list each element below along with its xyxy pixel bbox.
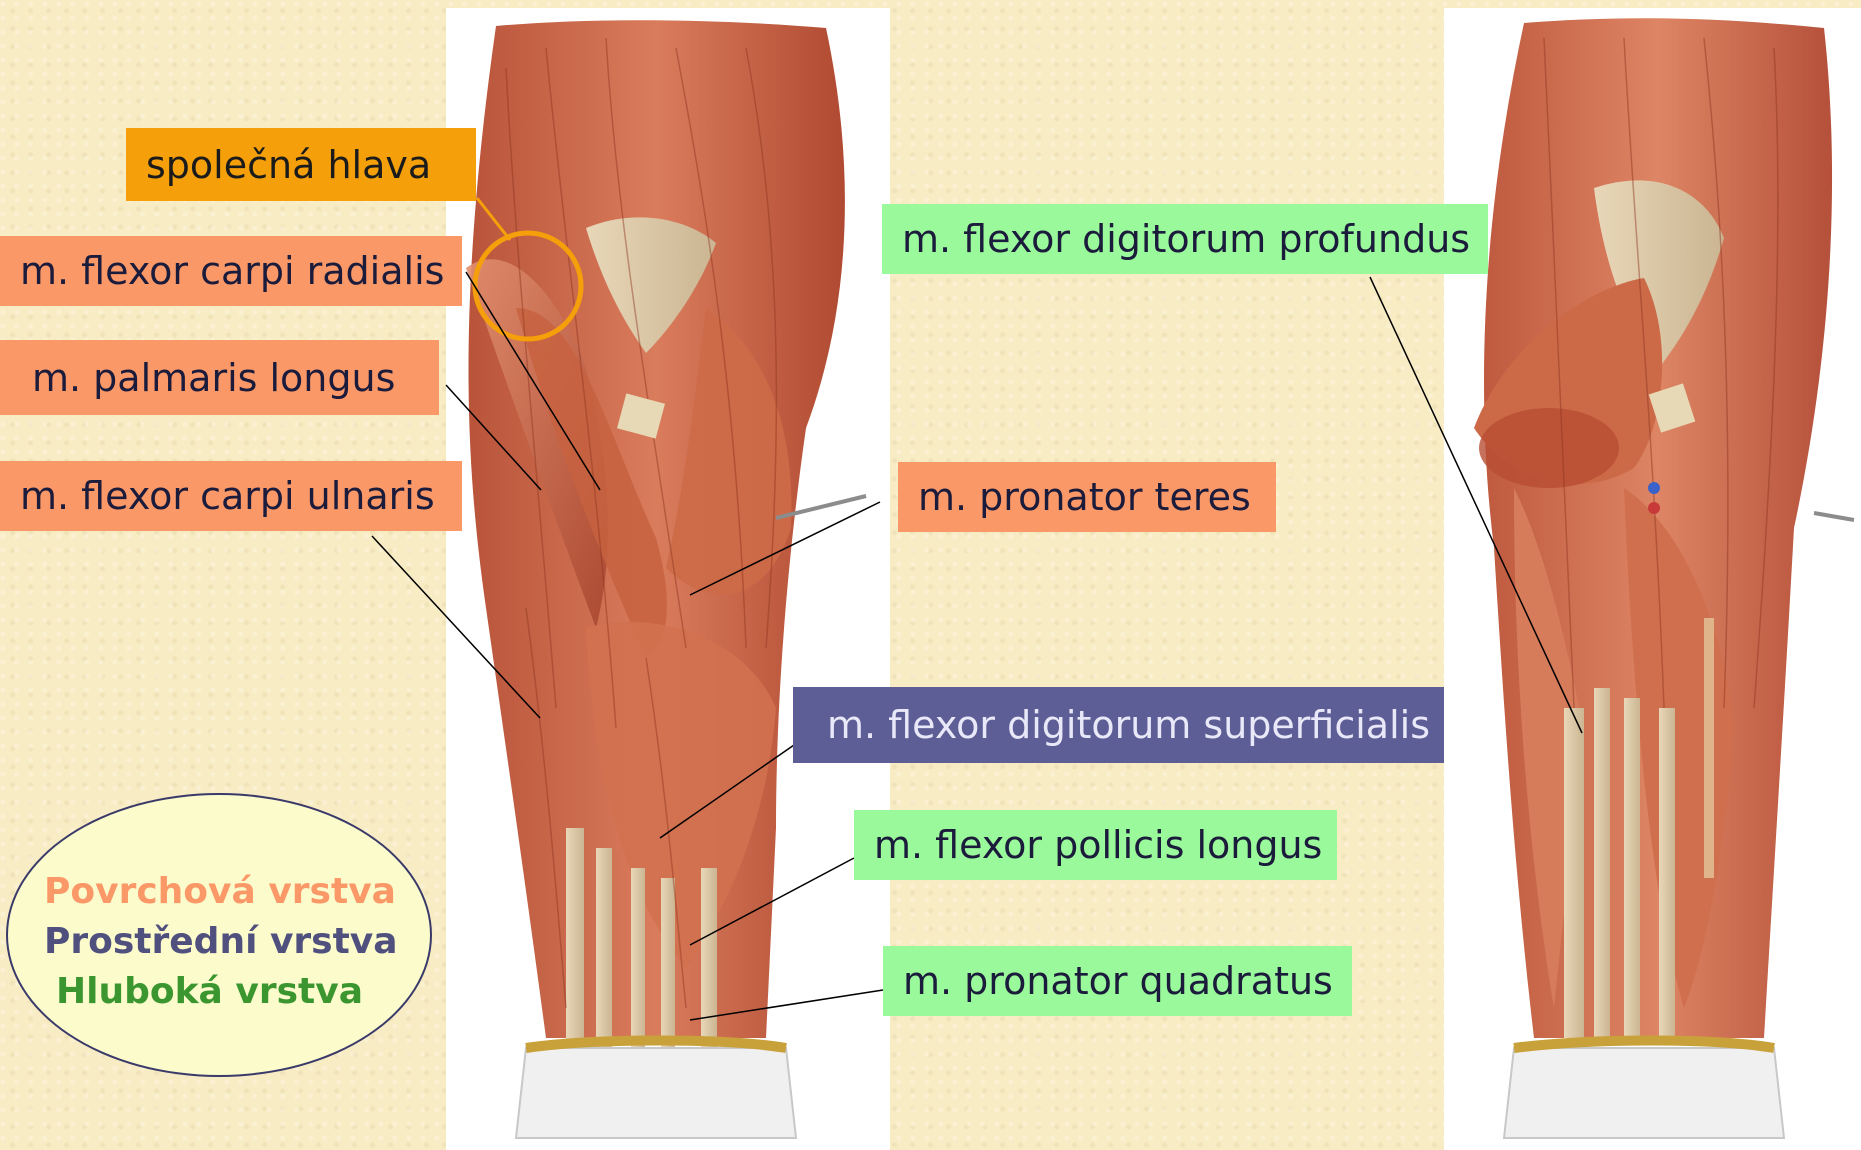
label-flexor-carpi-radialis: m. flexor carpi radialis <box>0 236 462 306</box>
label-flexor-pollicis-longus: m. flexor pollicis longus <box>854 810 1337 880</box>
label-flexor-digitorum-superficialis: m. flexor digitorum superficialis <box>793 687 1444 763</box>
label-flexor-carpi-ulnaris: m. flexor carpi ulnaris <box>0 461 462 531</box>
left-forearm-illustration <box>446 8 890 1150</box>
legend-superficial: Povrchová vrstva <box>44 871 396 912</box>
label-palmaris-longus: m. palmaris longus <box>0 340 439 415</box>
label-flexor-digitorum-profundus: m. flexor digitorum profundus <box>882 204 1488 274</box>
right-forearm-illustration <box>1444 8 1861 1150</box>
legend-middle: Prostřední vrstva <box>44 921 398 962</box>
legend-deep: Hluboká vrstva <box>56 971 363 1012</box>
label-common-head: společná hlava <box>126 128 476 201</box>
layer-legend: Povrchová vrstva Prostřední vrstva Hlubo… <box>6 793 432 1077</box>
label-pronator-quadratus: m. pronator quadratus <box>883 946 1352 1016</box>
label-pronator-teres: m. pronator teres <box>898 462 1276 532</box>
